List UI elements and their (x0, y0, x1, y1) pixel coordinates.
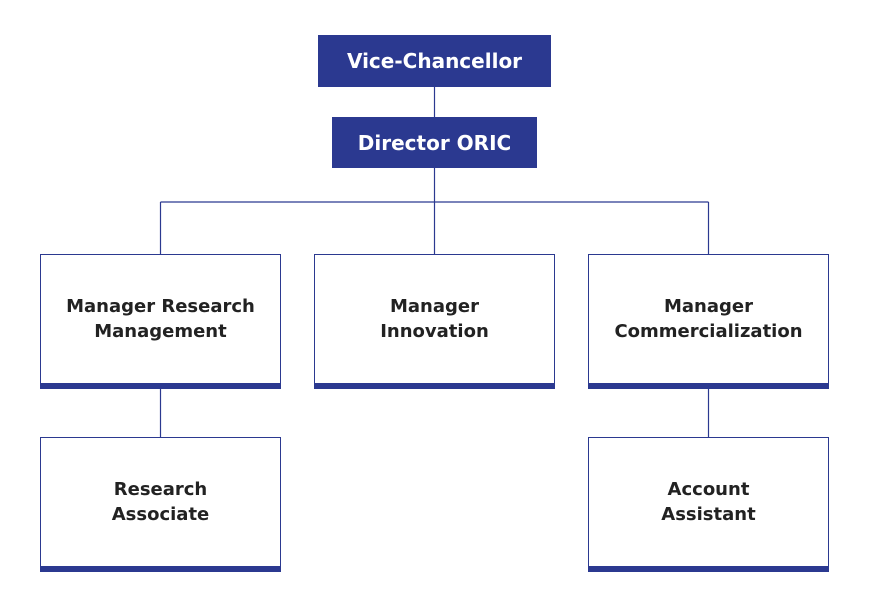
manager-research-management-label: Manager Research Management (66, 294, 255, 344)
research-associate-node: Research Associate (40, 437, 281, 572)
manager-commercialization-label: Manager Commercialization (614, 294, 802, 344)
manager-innovation-node: Manager Innovation (314, 254, 555, 389)
manager-commercialization-node: Manager Commercialization (588, 254, 829, 389)
label-line-2: Assistant (661, 504, 756, 525)
research-associate-label: Research Associate (112, 477, 210, 527)
label-line-2: Commercialization (614, 321, 803, 342)
label-line-1: Account (667, 479, 750, 500)
label-line-2: Innovation (380, 321, 489, 342)
label-line-1: Manager Research (66, 296, 255, 317)
manager-research-management-node: Manager Research Management (40, 254, 281, 389)
account-assistant-node: Account Assistant (588, 437, 829, 572)
label-line-1: Manager (663, 296, 753, 317)
label-line-1: Manager (390, 296, 479, 317)
vice-chancellor-label: Vice-Chancellor (346, 49, 523, 73)
manager-innovation-label: Manager Innovation (380, 294, 489, 344)
label-line-2: Associate (111, 504, 210, 525)
label-line-1: Research (113, 479, 208, 500)
label-line-2: Management (94, 321, 227, 342)
director-oric-node: Director ORIC (332, 117, 537, 168)
account-assistant-label: Account Assistant (661, 477, 755, 527)
vice-chancellor-node: Vice-Chancellor (318, 35, 551, 87)
director-oric-label: Director ORIC (357, 130, 512, 155)
